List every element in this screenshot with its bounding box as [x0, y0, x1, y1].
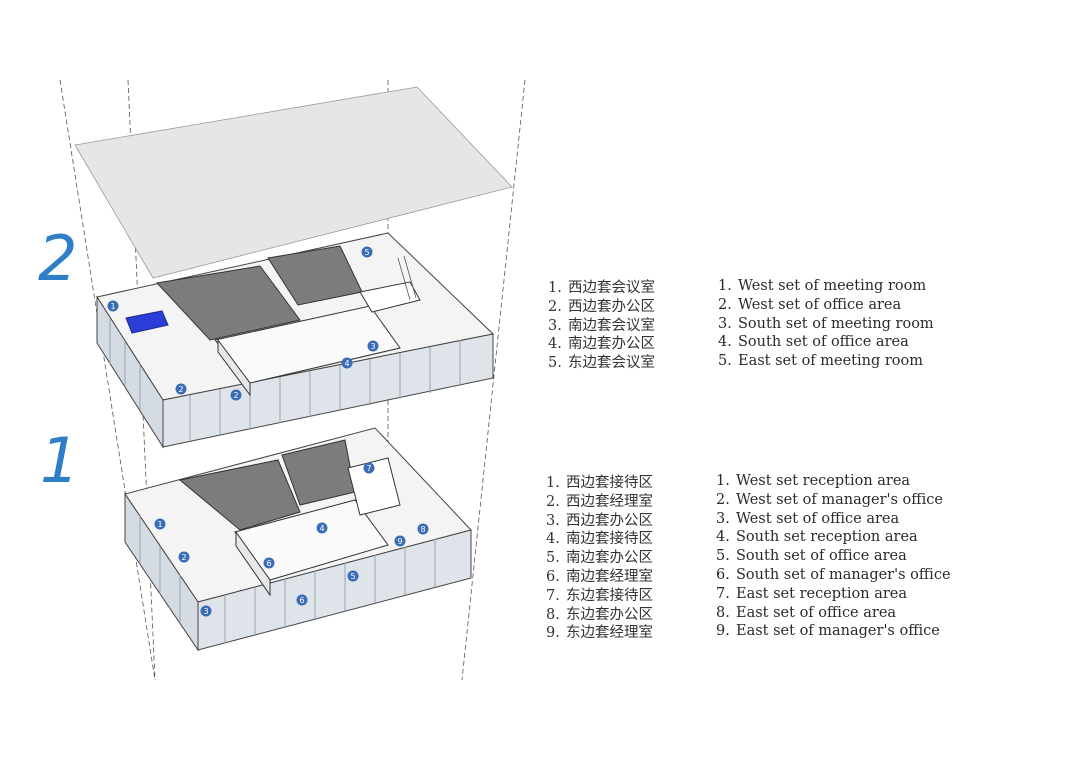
- svg-text:2: 2: [181, 553, 186, 562]
- floor-1-markers: 1 2 3 4 5 6 6 7 8 9: [154, 462, 429, 617]
- legend-item: 1.West set of meeting room: [718, 278, 927, 294]
- legend-item: 4.South set of office area: [718, 334, 909, 351]
- legend-item: 5.南边套办公区: [546, 550, 653, 567]
- floor-1-legend-cn: 1.西边套接待区 2.西边套经理室 3.西边套办公区 4.南边套接待区 5.南边…: [546, 474, 653, 643]
- floor-2-legend-cn: 1.西边套会议室 2.西边套办公区 3.南边套会议室 4.南边套办公区 5.东边…: [548, 279, 655, 373]
- svg-text:4: 4: [344, 359, 349, 368]
- legend-item: 5.东边套会议室: [548, 355, 655, 372]
- legend-item: 1.西边套会议室: [548, 280, 655, 296]
- legend-item: 5.South set of office area: [716, 548, 907, 565]
- legend-item: 7.东边套接待区: [546, 587, 653, 604]
- floor-2-number: 2: [38, 222, 78, 295]
- floor-1-model: 1 2 3 4 5 6 6 7 8 9: [124, 427, 472, 652]
- svg-text:2: 2: [178, 385, 183, 394]
- legend-item: 2.西边套经理室: [546, 493, 653, 510]
- floor-2-legend-en: 1.West set of meeting room 2.West set of…: [718, 277, 934, 371]
- svg-text:6: 6: [266, 559, 271, 568]
- svg-text:1: 1: [110, 302, 115, 311]
- floor-1-legend-en: 1.West set reception area 2.West set of …: [716, 472, 951, 641]
- highlight-room: [125, 310, 169, 334]
- legend-item: 8.East set of office area: [716, 604, 897, 621]
- legend-item: 4.南边套接待区: [546, 531, 653, 548]
- legend-item: 9.东边套经理室: [546, 625, 653, 642]
- legend-item: 5.East set of meeting room: [718, 353, 924, 370]
- legend-item: 4.南边套办公区: [548, 336, 655, 353]
- svg-text:1: 1: [157, 520, 162, 529]
- legend-item: 2.West set of office area: [718, 296, 902, 313]
- svg-text:3: 3: [203, 607, 208, 616]
- legend-item: 3.西边套办公区: [546, 512, 653, 529]
- svg-text:5: 5: [364, 248, 369, 257]
- svg-text:7: 7: [366, 464, 371, 473]
- legend-item: 1.West set reception area: [716, 473, 911, 489]
- svg-text:3: 3: [370, 342, 375, 351]
- legend-item: 2.西边套办公区: [548, 298, 655, 315]
- legend-item: 4.South set reception area: [716, 529, 918, 546]
- svg-text:8: 8: [420, 525, 425, 534]
- floor-2-model: 1 2 2 3 4 5: [96, 232, 495, 449]
- svg-text:5: 5: [350, 572, 355, 581]
- floor-2-markers: 1 2 2 3 4 5: [107, 246, 379, 401]
- legend-item: 3.West set of office area: [716, 510, 900, 527]
- core-block: [155, 265, 301, 341]
- svg-text:4: 4: [319, 524, 324, 533]
- legend-item: 6.南边套经理室: [546, 568, 653, 585]
- legend-item: 3.South set of meeting room: [718, 315, 934, 332]
- legend-item: 6.South set of manager's office: [716, 566, 951, 583]
- legend-item: 7.East set reception area: [716, 585, 908, 602]
- legend-item: 9.East set of manager's office: [716, 623, 940, 640]
- legend-item: 2.West set of manager's office: [716, 491, 943, 508]
- svg-text:6: 6: [299, 596, 304, 605]
- svg-text:9: 9: [397, 537, 402, 546]
- floor-1-number: 1: [40, 424, 80, 497]
- legend-item: 1.西边套接待区: [546, 475, 653, 491]
- legend-item: 3.南边套会议室: [548, 317, 655, 334]
- legend-item: 8.东边套办公区: [546, 606, 653, 623]
- svg-text:2: 2: [233, 391, 238, 400]
- roof-plane: [74, 86, 513, 279]
- core-block: [178, 459, 301, 531]
